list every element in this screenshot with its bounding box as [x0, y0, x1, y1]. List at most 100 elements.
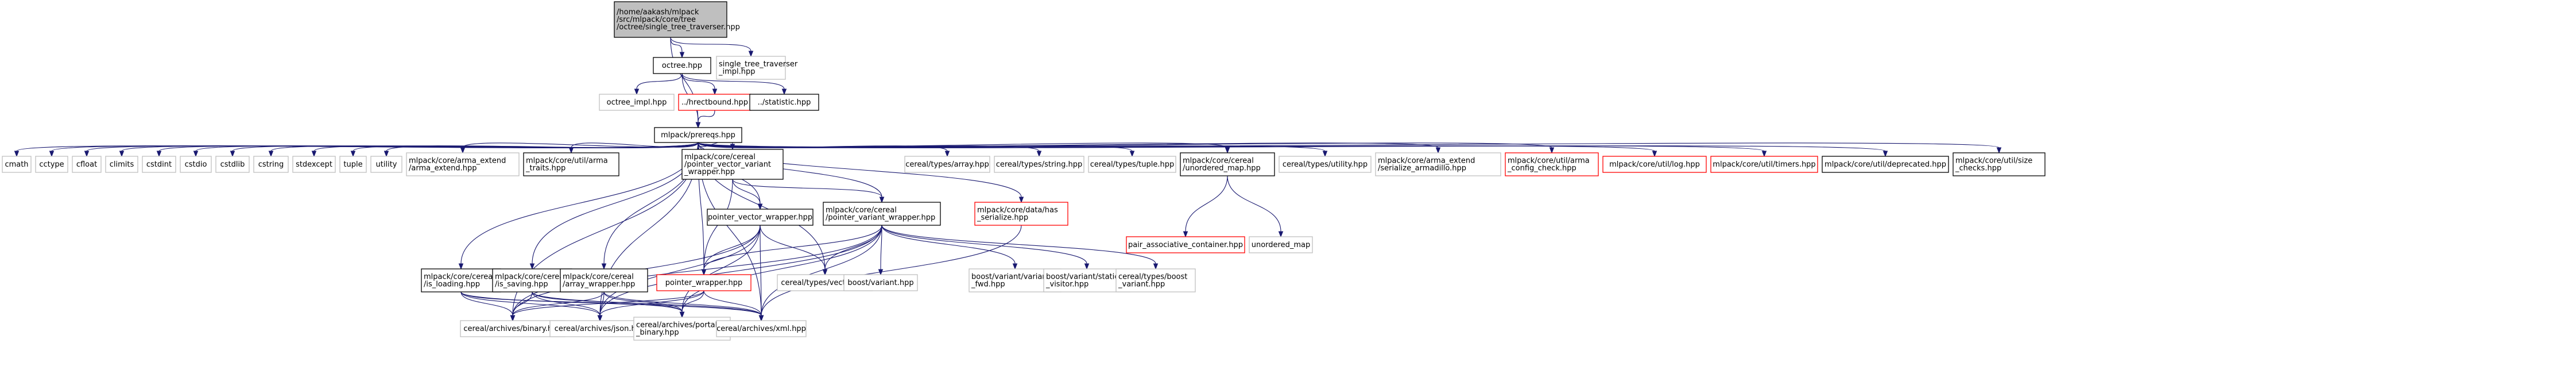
node-climits[interactable]: climits [105, 156, 138, 173]
node-armaconfig[interactable]: mlpack/core/util/arma_config_check.hpp [1505, 152, 1599, 176]
node-label: mlpack/core/util/size [1955, 157, 2032, 165]
node-label: climits [110, 160, 134, 169]
node-cstring[interactable]: cstring [253, 156, 289, 173]
edge-octree-to-hrectbound [681, 73, 718, 95]
edge-pvarw-to-portable [679, 225, 882, 318]
edge-isloading-to-binary [460, 291, 516, 322]
edge-pvvw-to-pvarw [732, 179, 885, 203]
edge-pw-to-portable [679, 290, 704, 318]
edge-pw-to-binary [510, 290, 704, 322]
node-umap[interactable]: mlpack/core/cereal/unordered_map.hpp [1180, 152, 1275, 176]
node-utility[interactable]: utility [370, 156, 402, 173]
node-label: /pointer_vector_variant [684, 160, 771, 169]
node-label: single_tree_traverser [719, 60, 798, 69]
edge-pw-to-xml [703, 290, 764, 322]
node-label: mlpack/core/arma_extend [409, 157, 506, 165]
node-pac[interactable]: pair_associative_container.hpp [1126, 236, 1245, 253]
node-pw[interactable]: pointer_wrapper.hpp [656, 274, 752, 291]
node-timers[interactable]: mlpack/core/util/timers.hpp [1710, 156, 1818, 173]
node-stdexcept[interactable]: stdexcept [292, 156, 336, 173]
node-pvarw[interactable]: mlpack/core/cereal/pointer_variant_wrapp… [823, 202, 941, 226]
node-cctype[interactable]: cctype [35, 156, 68, 173]
node-binary[interactable]: cereal/archives/binary.hpp [460, 320, 565, 337]
edge-pvarw-to-pw [701, 225, 882, 276]
node-label: ../hrectbound.hpp [681, 98, 748, 107]
node-pvvw[interactable]: mlpack/core/cereal/pointer_vector_varian… [681, 149, 784, 180]
node-hasser[interactable]: mlpack/core/data/has_serialize.hpp [974, 202, 1068, 226]
node-label: /serialize_armadillo.hpp [1378, 164, 1466, 173]
node-octree[interactable]: octree.hpp [653, 57, 711, 74]
edge-prereqs-to-deprecated [698, 142, 1888, 157]
node-label: _fwd.hpp [971, 280, 1005, 289]
node-stt-impl[interactable]: single_tree_traverser_impl.hpp [716, 56, 798, 80]
node-string[interactable]: cereal/types/string.hpp [994, 156, 1084, 173]
node-label: cstdint [146, 160, 172, 169]
node-label: mlpack/core/cereal [1183, 157, 1254, 165]
node-pvw[interactable]: pointer_vector_wrapper.hpp [707, 209, 814, 226]
node-array[interactable]: cereal/types/array.hpp [904, 156, 990, 173]
node-xml[interactable]: cereal/archives/xml.hpp [716, 320, 807, 337]
node-label: /octree/single_tree_traverser.hpp [617, 23, 740, 32]
node-hrectbound[interactable]: ../hrectbound.hpp [678, 94, 752, 111]
node-label: cereal/types/array.hpp [905, 160, 989, 169]
node-label: cctype [39, 160, 64, 169]
node-label: /is_saving.hpp [495, 280, 548, 289]
node-label: _binary.hpp [636, 329, 679, 337]
node-tuple[interactable]: tuple [339, 156, 367, 173]
node-label: /is_loading.hpp [424, 280, 480, 289]
node-label: _variant.hpp [1118, 280, 1165, 289]
edge-pvarw-to-bvariantfwd [881, 225, 1018, 270]
edge-pvarw-to-cbvariant [881, 225, 1159, 270]
node-deprecated[interactable]: mlpack/core/util/deprecated.hpp [1822, 156, 1949, 173]
node-root[interactable]: /home/aakash/mlpack/src/mlpack/core/tree… [614, 1, 740, 38]
node-label: /array_wrapper.hpp [563, 280, 635, 289]
node-label: mlpack/core/arma_extend [1378, 157, 1475, 165]
node-label: boost/variant/static [1046, 273, 1118, 282]
node-arma-traits[interactable]: mlpack/core/util/arma_traits.hpp [523, 152, 619, 176]
node-unordered-map[interactable]: unordered_map [1249, 236, 1313, 253]
edge-pvarw-to-vectorhpp [822, 225, 882, 276]
node-statistic[interactable]: ../statistic.hpp [749, 94, 819, 111]
node-label: cereal/archives/json.hpp [555, 325, 645, 333]
node-label: cereal/archives/xml.hpp [716, 325, 806, 333]
node-cstdint[interactable]: cstdint [142, 156, 176, 173]
edge-umap-to-pac [1183, 175, 1228, 238]
node-label: /arma_extend.hpp [409, 164, 477, 173]
node-label: unordered_map [1252, 241, 1311, 249]
node-label: cstring [258, 160, 284, 169]
node-isloading[interactable]: mlpack/core/cereal/is_loading.hpp [421, 268, 501, 292]
node-json[interactable]: cereal/archives/json.hpp [549, 320, 650, 337]
node-label: boost/variant.hpp [847, 279, 913, 287]
node-cfloat[interactable]: cfloat [72, 156, 102, 173]
node-log[interactable]: mlpack/core/util/log.hpp [1602, 156, 1707, 173]
node-octree-impl[interactable]: octree_impl.hpp [599, 94, 675, 111]
node-arma-extend[interactable]: mlpack/core/arma_extend/arma_extend.hpp [406, 152, 520, 176]
node-prereqs[interactable]: mlpack/prereqs.hpp [654, 127, 742, 143]
node-label: _config_check.hpp [1507, 164, 1576, 173]
node-serarma[interactable]: mlpack/core/arma_extend/serialize_armadi… [1375, 152, 1501, 176]
node-issaving[interactable]: mlpack/core/cereal/is_saving.hpp [492, 268, 572, 292]
node-cmath[interactable]: cmath [2, 156, 32, 173]
node-sizechecks[interactable]: mlpack/core/util/size_checks.hpp [1953, 152, 2046, 176]
node-label: mlpack/core/util/arma [1508, 157, 1590, 165]
node-bstatic[interactable]: boost/variant/static_visitor.hpp [1043, 268, 1130, 292]
node-portable[interactable]: cereal/archives/portable_binary.hpp [633, 317, 731, 341]
node-utilityhpp[interactable]: cereal/types/utility.hpp [1279, 156, 1372, 173]
node-label: mlpack/core/cereal [684, 153, 756, 161]
node-bvariant[interactable]: boost/variant.hpp [843, 274, 918, 291]
node-label: /home/aakash/mlpack [617, 8, 699, 17]
node-label: _wrapper.hpp [684, 168, 735, 176]
node-tuplehpp[interactable]: cereal/types/tuple.hpp [1088, 156, 1176, 173]
node-label: mlpack/core/util/arma [526, 157, 608, 165]
node-label: mlpack/core/util/deprecated.hpp [1824, 160, 1946, 169]
node-label: mlpack/core/util/timers.hpp [1713, 160, 1815, 169]
node-label: mlpack/core/data/has [977, 206, 1058, 215]
node-label: cereal/types/string.hpp [996, 160, 1083, 169]
node-label: mlpack/core/cereal [424, 273, 495, 282]
node-label: mlpack/core/util/log.hpp [1609, 160, 1700, 169]
node-cstdlib[interactable]: cstdlib [215, 156, 250, 173]
node-cbvariant[interactable]: cereal/types/boost_variant.hpp [1115, 268, 1196, 292]
node-arraywrapper[interactable]: mlpack/core/cereal/array_wrapper.hpp [560, 268, 648, 292]
node-label: tuple [343, 160, 362, 169]
node-cstdio[interactable]: cstdio [180, 156, 212, 173]
